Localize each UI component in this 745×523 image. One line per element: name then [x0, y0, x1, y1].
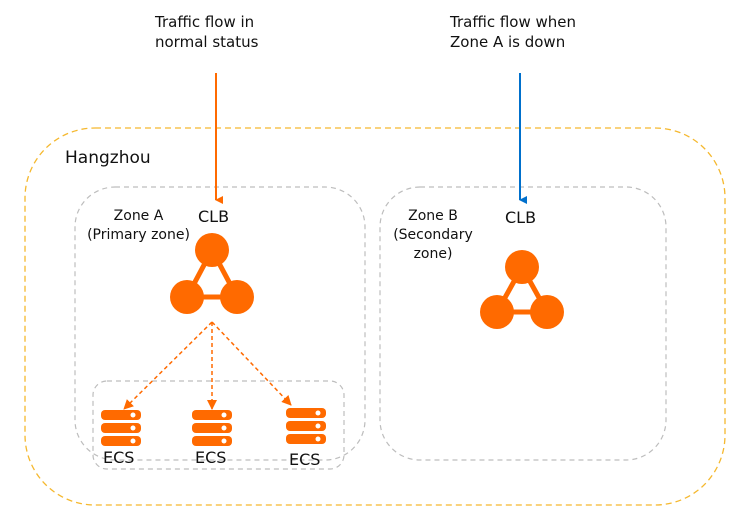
normal-flow-annotation: Traffic flow in normal status	[155, 12, 258, 52]
zone-b-name: Zone B	[408, 208, 458, 224]
zone-b-role-line1: (Secondary	[393, 227, 473, 243]
zone-a-boundary	[74, 186, 366, 461]
failover-flow-line2: Zone A is down	[450, 33, 566, 51]
failover-flow-line1: Traffic flow when	[450, 13, 577, 31]
ecs-label: ECS	[195, 448, 227, 467]
distribution-arrow	[211, 321, 292, 406]
zone-a-label: Zone A (Primary zone)	[76, 207, 201, 245]
zone-a-role: (Primary zone)	[87, 227, 190, 243]
clb-label-zone-a: CLB	[198, 207, 230, 226]
region-label: Hangzhou	[65, 148, 151, 168]
ecs-server-icon	[101, 410, 141, 446]
zone-b-label: Zone B (Secondary zone)	[383, 207, 483, 264]
failover-flow-annotation: Traffic flow when Zone A is down	[450, 12, 576, 52]
distribution-arrow	[123, 321, 213, 410]
clb-label-zone-b: CLB	[505, 208, 537, 227]
clb-icon	[480, 250, 564, 329]
ecs-label: ECS	[289, 450, 321, 469]
region-hangzhou-boundary	[24, 127, 726, 506]
zone-b-role-line2: zone)	[413, 246, 453, 262]
normal-flow-line2: normal status	[155, 33, 259, 51]
server-group-boundary	[92, 380, 345, 470]
zone-b-boundary	[379, 186, 667, 461]
clb-icon	[170, 233, 254, 314]
ecs-label: ECS	[103, 448, 135, 467]
zone-a-name: Zone A	[113, 208, 164, 224]
ecs-server-icon	[192, 410, 232, 446]
normal-flow-line1: Traffic flow in	[155, 13, 255, 31]
ecs-server-icon	[286, 408, 326, 444]
